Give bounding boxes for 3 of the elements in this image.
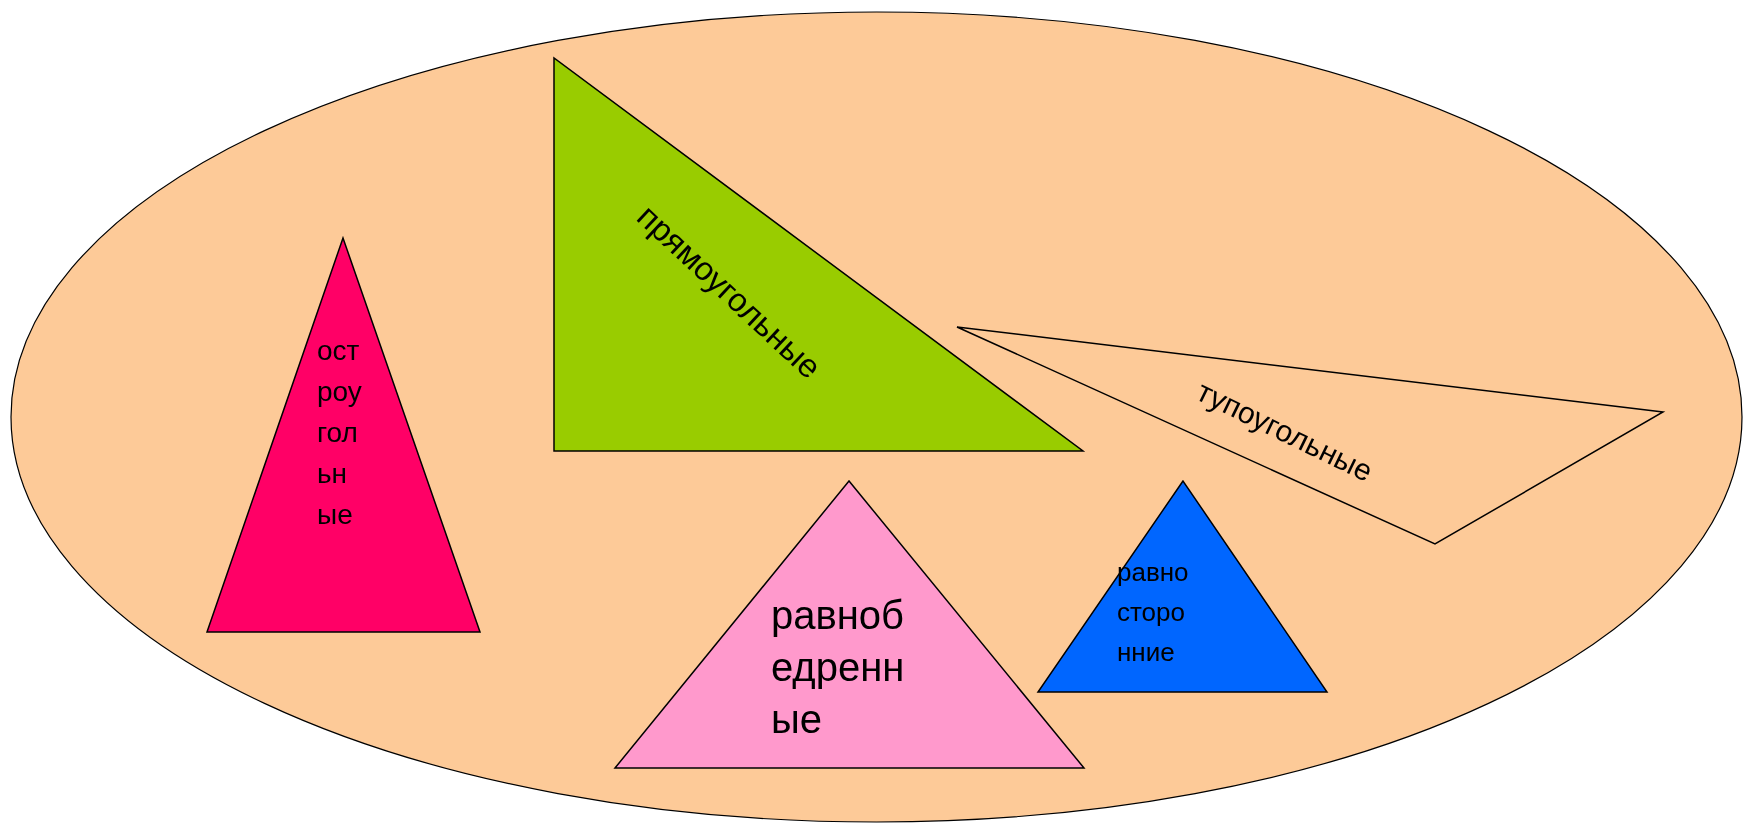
- triangle-label: равносторонние: [1117, 556, 1190, 669]
- triangle-label: равнобедренные: [771, 592, 906, 743]
- triangle-label: остроугольные: [317, 334, 363, 532]
